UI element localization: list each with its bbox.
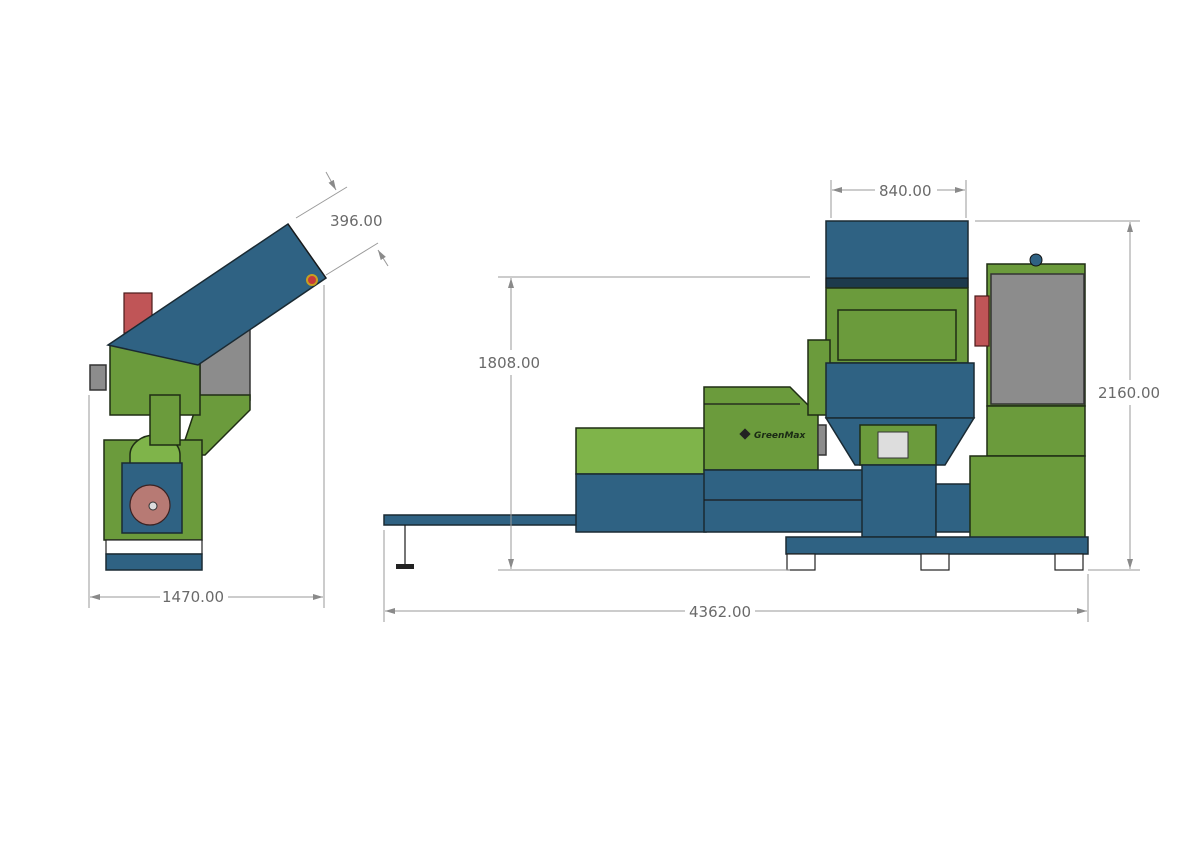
- side-view-dimensions: 396.00 1470.00: [88, 171, 389, 608]
- conveyor: [383, 514, 585, 526]
- logo: GreenMax: [739, 428, 806, 441]
- base-frame: [785, 536, 1089, 555]
- front-view-machine: GreenMax: [383, 220, 1089, 571]
- crusher-hopper: [825, 220, 969, 288]
- front-view-dimensions: 840.00 1808.00 2160.00 4362.00: [383, 180, 1160, 622]
- side-view-machine: [89, 222, 328, 571]
- dimension-inlet-height: 1808.00: [478, 354, 540, 372]
- dimension-total-length: 4362.00: [689, 603, 751, 621]
- svg-text:GreenMax: GreenMax: [754, 431, 806, 441]
- dimension-width: 1470.00: [162, 588, 224, 606]
- dimension-total-height: 2160.00: [1098, 384, 1160, 402]
- dimension-hopper-opening: 396.00: [330, 212, 383, 230]
- dimension-crusher-width: 840.00: [879, 182, 932, 200]
